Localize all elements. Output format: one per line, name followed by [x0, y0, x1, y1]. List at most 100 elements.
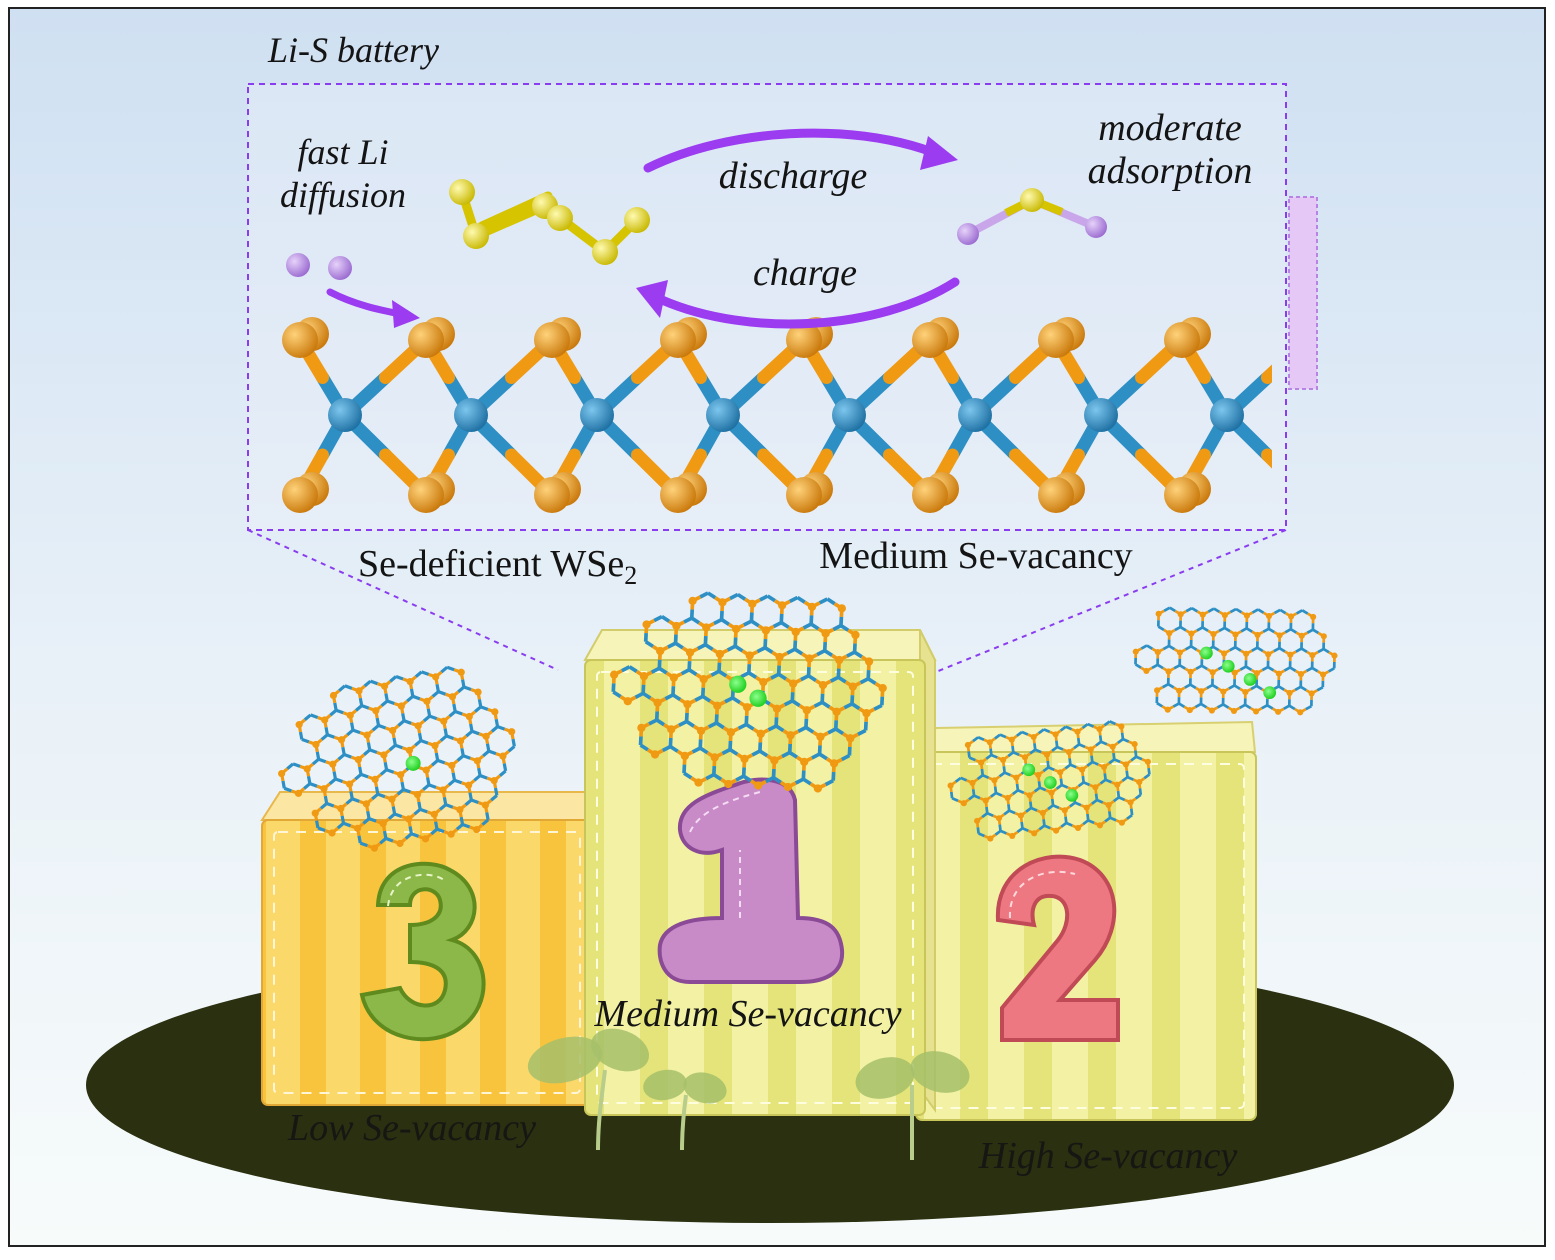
- selenium-atom: [414, 722, 422, 730]
- selenium-atom: [1154, 687, 1161, 694]
- selenium-atom: [912, 477, 948, 513]
- moderate-adsorption-line1: moderate: [1098, 107, 1242, 149]
- selenium-atom: [1118, 819, 1125, 826]
- selenium-atom: [702, 623, 711, 632]
- selenium-atom: [660, 477, 696, 513]
- selenium-atom: [672, 621, 681, 631]
- moderate-adsorption-line2: adsorption: [1088, 150, 1253, 192]
- selenium-atom: [713, 701, 722, 710]
- selenium-atom: [405, 815, 413, 823]
- lithium-ion: [328, 256, 352, 280]
- selenium-atom: [457, 668, 465, 676]
- selenium-atom: [775, 652, 784, 662]
- selenium-atom: [1021, 754, 1029, 761]
- selenium-atom: [421, 835, 430, 843]
- selenium-atom: [294, 789, 303, 797]
- selenium-atom: [1186, 707, 1193, 714]
- selenium-atom: [337, 804, 345, 813]
- selenium-atom: [1243, 650, 1250, 657]
- charge-label: charge: [753, 252, 857, 294]
- selenium-atom: [1210, 631, 1217, 638]
- selenium-atom: [406, 677, 414, 686]
- tungsten-atom: [958, 398, 992, 432]
- se-vacancy-marker: [729, 675, 747, 693]
- selenium-atom: [1254, 631, 1261, 639]
- selenium-atom: [311, 809, 319, 817]
- selenium-atom: [805, 654, 814, 663]
- selenium-atom: [964, 741, 971, 749]
- selenium-atom: [440, 717, 448, 725]
- selenium-atom: [1253, 670, 1260, 677]
- selenium-atom: [1252, 708, 1260, 715]
- selenium-atom: [759, 677, 768, 687]
- selenium-atom: [1114, 781, 1121, 788]
- selenium-atom: [770, 756, 779, 765]
- selenium-atom: [1297, 709, 1304, 716]
- selenium-atom: [786, 322, 822, 358]
- battery-terminal: [1288, 196, 1318, 390]
- selenium-atom: [995, 815, 1003, 822]
- selenium-atom: [1100, 764, 1108, 771]
- selenium-atom: [312, 740, 320, 749]
- first-place-label: Medium Se-vacancy: [593, 993, 901, 1035]
- selenium-atom: [1132, 648, 1139, 655]
- selenium-atom: [1230, 707, 1238, 715]
- selenium-atom: [1030, 733, 1037, 741]
- se-vacancy-marker: [405, 755, 421, 771]
- lithium-sulfide-molecule: [957, 188, 1107, 245]
- selenium-atom: [688, 596, 697, 606]
- selenium-atom: [389, 726, 397, 735]
- selenium-atom: [816, 732, 825, 741]
- selenium-atom: [1038, 477, 1074, 513]
- selenium-atom: [456, 806, 464, 814]
- connector-line-left: [247, 529, 559, 671]
- selenium-atom: [1265, 612, 1273, 620]
- selenium-atom: [448, 761, 456, 770]
- selenium-atom: [397, 771, 405, 779]
- selenium-atom: [1198, 688, 1205, 695]
- selenium-atom: [337, 736, 346, 744]
- se-vacancy-marker: [1043, 776, 1057, 789]
- selenium-atom: [807, 602, 817, 611]
- selenium-atom: [696, 726, 706, 735]
- numeral-2-shape: [995, 854, 1120, 1042]
- selenium-atom: [465, 781, 473, 789]
- selenium-atom: [637, 723, 646, 732]
- selenium-atom: [363, 731, 371, 739]
- selenium-atom: [1009, 832, 1016, 839]
- selenium-atom: [1061, 807, 1068, 814]
- lithium-ion: [286, 253, 310, 277]
- selenium-atom: [1092, 784, 1099, 791]
- se-vacancy-marker: [1263, 686, 1277, 699]
- selenium-atom: [295, 721, 303, 729]
- selenium-atom: [490, 777, 498, 785]
- selenium-atom: [832, 707, 841, 716]
- selenium-atom: [422, 766, 430, 774]
- sprout-left: [527, 1028, 650, 1151]
- selenium-atom: [680, 751, 690, 761]
- selenium-atom: [431, 742, 439, 750]
- tungsten-atom: [580, 398, 614, 432]
- selenium-atom: [362, 800, 370, 808]
- selenium-atom: [912, 322, 948, 358]
- selenium-atom: [821, 629, 830, 638]
- selenium-atom: [1074, 824, 1082, 832]
- discharge-label: discharge: [719, 155, 868, 197]
- selenium-atom: [321, 716, 329, 724]
- selenium-atom: [835, 655, 844, 665]
- selenium-atom: [754, 781, 763, 790]
- selenium-atom: [1288, 613, 1295, 620]
- se-vacancy-marker: [1065, 788, 1079, 802]
- selenium-atom: [789, 679, 798, 688]
- sprout-right: [855, 1051, 970, 1160]
- selenium-atom: [864, 657, 874, 666]
- selenium-atom: [380, 751, 388, 759]
- selenium-atom: [320, 785, 328, 793]
- third-place-label: Low Se-vacancy: [287, 1107, 536, 1149]
- selenium-atom: [508, 728, 516, 736]
- se-vacancy-marker: [749, 689, 767, 707]
- selenium-atom: [1164, 322, 1200, 358]
- selenium-atom: [653, 698, 662, 707]
- selenium-atom: [328, 829, 336, 837]
